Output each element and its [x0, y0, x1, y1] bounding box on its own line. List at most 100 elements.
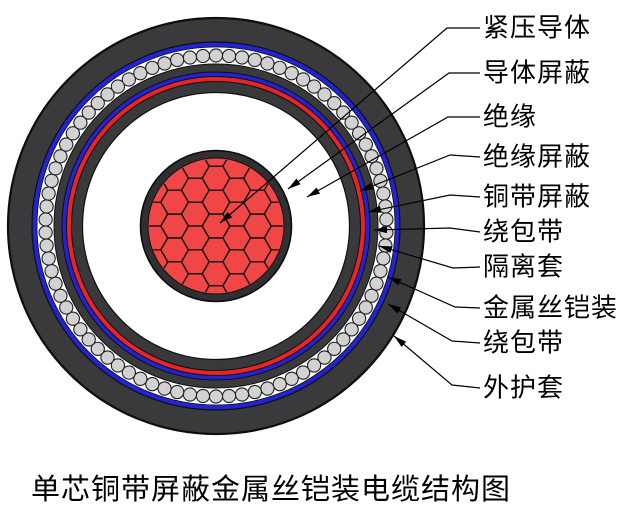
armor-wire: [351, 311, 367, 326]
armor-wire: [295, 72, 311, 87]
armor-wire: [221, 388, 237, 404]
armor-wire: [369, 276, 384, 291]
armor-wire: [182, 50, 198, 65]
leader-line-compressed-conductor: [219, 27, 480, 224]
armor-wire: [195, 388, 211, 404]
armor-wire: [121, 72, 137, 87]
armor-wire: [369, 161, 384, 176]
layer-label-compressed-conductor: 紧压导体: [483, 14, 591, 43]
armor-wire: [327, 96, 342, 111]
armor-wire: [327, 341, 342, 356]
armor-wire: [53, 288, 68, 303]
armor-wire: [208, 389, 224, 404]
armor-wire: [48, 161, 63, 176]
armor-wire: [169, 52, 185, 68]
compressed-conductor-circle: [147, 157, 285, 295]
leader-line-copper-tape-shield: [367, 194, 481, 213]
conductor-hexagon-cell: [263, 225, 283, 251]
armor-wire: [234, 387, 250, 402]
armor-wire: [81, 332, 96, 347]
armor-wire: [133, 66, 148, 81]
armor-wire: [284, 66, 299, 81]
armor-wire: [376, 251, 391, 266]
armor-wire: [317, 87, 332, 102]
conductor-hexagon-cell: [263, 177, 283, 203]
armor-wire: [44, 173, 59, 188]
layer-label-insulation: 绝缘: [483, 103, 537, 132]
armor-wire: [182, 387, 198, 402]
armor-wire: [145, 376, 160, 392]
armor-wire: [379, 225, 394, 240]
armor-wire: [373, 264, 388, 279]
layer-label-insulation-shield: 绝缘屏蔽: [483, 143, 591, 172]
armor-wire: [364, 288, 379, 303]
armor-wire: [157, 381, 172, 396]
armor-wire: [378, 238, 393, 253]
armor-wire: [59, 300, 74, 315]
armor-wire: [378, 199, 393, 214]
armor-wire: [195, 48, 211, 64]
armor-wire: [90, 96, 105, 111]
armor-wire: [247, 384, 262, 400]
leader-line-wrapping-tape-outer: [387, 303, 481, 344]
armor-wire: [65, 126, 81, 141]
armor-wire: [336, 105, 351, 120]
armor-wire: [121, 365, 137, 380]
armor-wire: [379, 212, 394, 227]
armor-wire: [344, 115, 359, 130]
armor-wire: [317, 350, 332, 365]
leader-line-metal-wire-armor: [387, 276, 481, 309]
armor-wire: [157, 56, 172, 71]
armor-wire: [133, 371, 148, 386]
armor-wire: [344, 322, 359, 337]
leader-line-separation-sheath: [378, 245, 481, 269]
armor-wire: [208, 48, 224, 63]
armor-wire: [110, 79, 126, 94]
leader-line-insulation: [306, 116, 480, 198]
armor-wire: [145, 60, 160, 76]
armor-wire: [81, 105, 96, 120]
armor-wire: [100, 350, 115, 365]
armor-wire: [272, 376, 287, 392]
armor-wire: [358, 137, 373, 152]
armor-wire: [295, 365, 311, 380]
layer-label-metal-wire-armor: 金属丝铠装: [483, 294, 618, 323]
armor-wire: [358, 300, 373, 315]
leader-line-insulation-shield: [359, 154, 481, 192]
layer-label-wrapping-tape-outer: 绕包带: [483, 329, 564, 358]
layer-label-outer-sheath: 外护套: [483, 374, 564, 403]
leader-line-conductor-shield: [287, 72, 480, 190]
armor-wire: [65, 311, 81, 326]
layer-label-wrapping-tape-inner: 绕包带: [483, 218, 564, 247]
armor-wire: [73, 322, 88, 337]
armor-wire: [260, 381, 275, 396]
armor-wire: [53, 149, 68, 164]
conductor-hexagon-cell: [263, 201, 283, 227]
armor-wire: [306, 358, 322, 373]
armor-wire: [41, 186, 56, 201]
armor-wire: [221, 48, 237, 64]
armor-wire: [38, 225, 53, 240]
diagram-caption: 单芯铜带屏蔽金属丝铠装电缆结构图: [31, 473, 511, 506]
armor-wire: [376, 186, 391, 201]
armor-wire: [306, 79, 322, 94]
armor-wire: [234, 50, 250, 65]
leader-line-outer-sheath: [393, 335, 481, 389]
armor-wires: [38, 48, 394, 404]
armor-wire: [260, 56, 275, 71]
armor-wire: [336, 332, 351, 347]
conductor-hexagon-cell: [263, 249, 283, 275]
armor-wire: [100, 87, 115, 102]
layer-label-separation-sheath: 隔离套: [483, 253, 564, 282]
layer-label-copper-tape-shield: 铜带屏蔽: [483, 183, 591, 212]
armor-wire: [110, 358, 126, 373]
armor-wire: [169, 384, 185, 400]
armor-wire: [39, 238, 54, 253]
armor-wire: [41, 251, 56, 266]
armor-wire: [73, 115, 88, 130]
armor-wire: [247, 52, 262, 68]
armor-wire: [272, 60, 287, 76]
layer-label-conductor-shield: 导体屏蔽: [483, 59, 591, 88]
armor-wire: [44, 264, 59, 279]
